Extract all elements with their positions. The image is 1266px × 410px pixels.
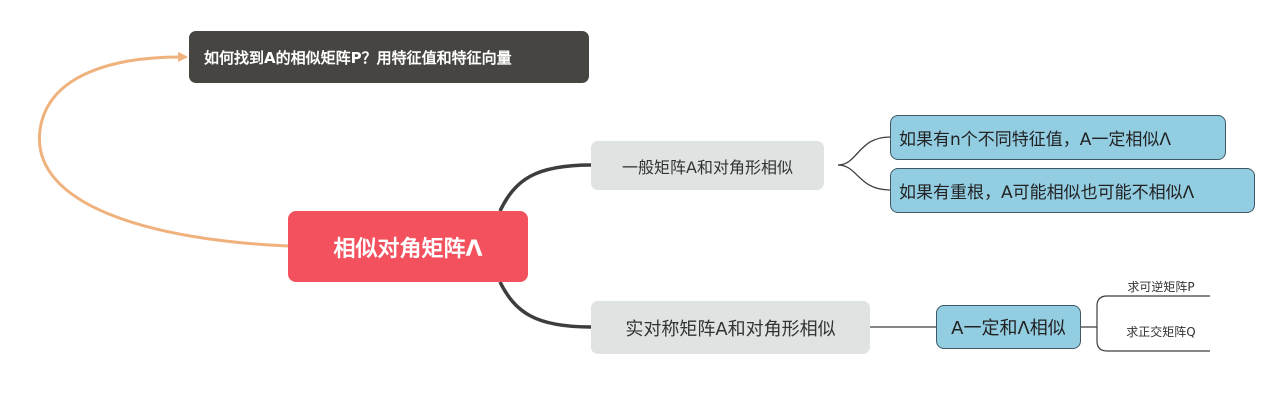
subtopic-orthogonal-matrix-q-text: 求正交矩阵Q — [1126, 324, 1196, 339]
leaf-always-similar-text: A一定和Λ相似 — [951, 318, 1066, 339]
leaf-repeated-roots[interactable]: 如果有重根，A可能相似也可能不相似Λ — [890, 168, 1255, 213]
connector-branch-1-leaf-2 — [837, 164, 891, 191]
connector-leaf-sub-1 — [1081, 295, 1210, 328]
question-note-text: 如何找到A的相似矩阵P？用特征值和特征向量 — [204, 48, 512, 67]
relation-arrow — [37, 51, 289, 248]
branch-general-matrix-text: 一般矩阵A和对角形相似 — [622, 157, 793, 177]
branch-real-symmetric-matrix[interactable]: 实对称矩阵A和对角形相似 — [591, 301, 870, 354]
subtopic-orthogonal-matrix-q[interactable]: 求正交矩阵Q — [1112, 321, 1210, 341]
leaf-distinct-eigenvalues-text: 如果有n个不同特征值，A一定相似Λ — [899, 130, 1172, 150]
branch-real-symmetric-matrix-text: 实对称矩阵A和对角形相似 — [625, 318, 836, 340]
branch-general-matrix[interactable]: 一般矩阵A和对角形相似 — [591, 141, 824, 190]
connector-root-branch-2 — [498, 281, 592, 329]
leaf-repeated-roots-text: 如果有重根，A可能相似也可能不相似Λ — [899, 183, 1195, 203]
central-topic-text: 相似对角矩阵Λ — [333, 236, 483, 262]
leaf-always-similar[interactable]: A一定和Λ相似 — [936, 305, 1081, 349]
connector-root-branch-1 — [498, 163, 592, 212]
subtopic-invertible-matrix-p[interactable]: 求可逆矩阵P — [1112, 276, 1210, 296]
connector-leaf-sub-2 — [1096, 327, 1210, 352]
central-topic[interactable]: 相似对角矩阵Λ — [288, 211, 528, 282]
leaf-distinct-eigenvalues[interactable]: 如果有n个不同特征值，A一定相似Λ — [890, 115, 1226, 160]
subtopic-invertible-matrix-p-text: 求可逆矩阵P — [1127, 279, 1195, 294]
connector-branch-1-leaf-1 — [837, 136, 891, 166]
question-note[interactable]: 如何找到A的相似矩阵P？用特征值和特征向量 — [189, 31, 589, 83]
